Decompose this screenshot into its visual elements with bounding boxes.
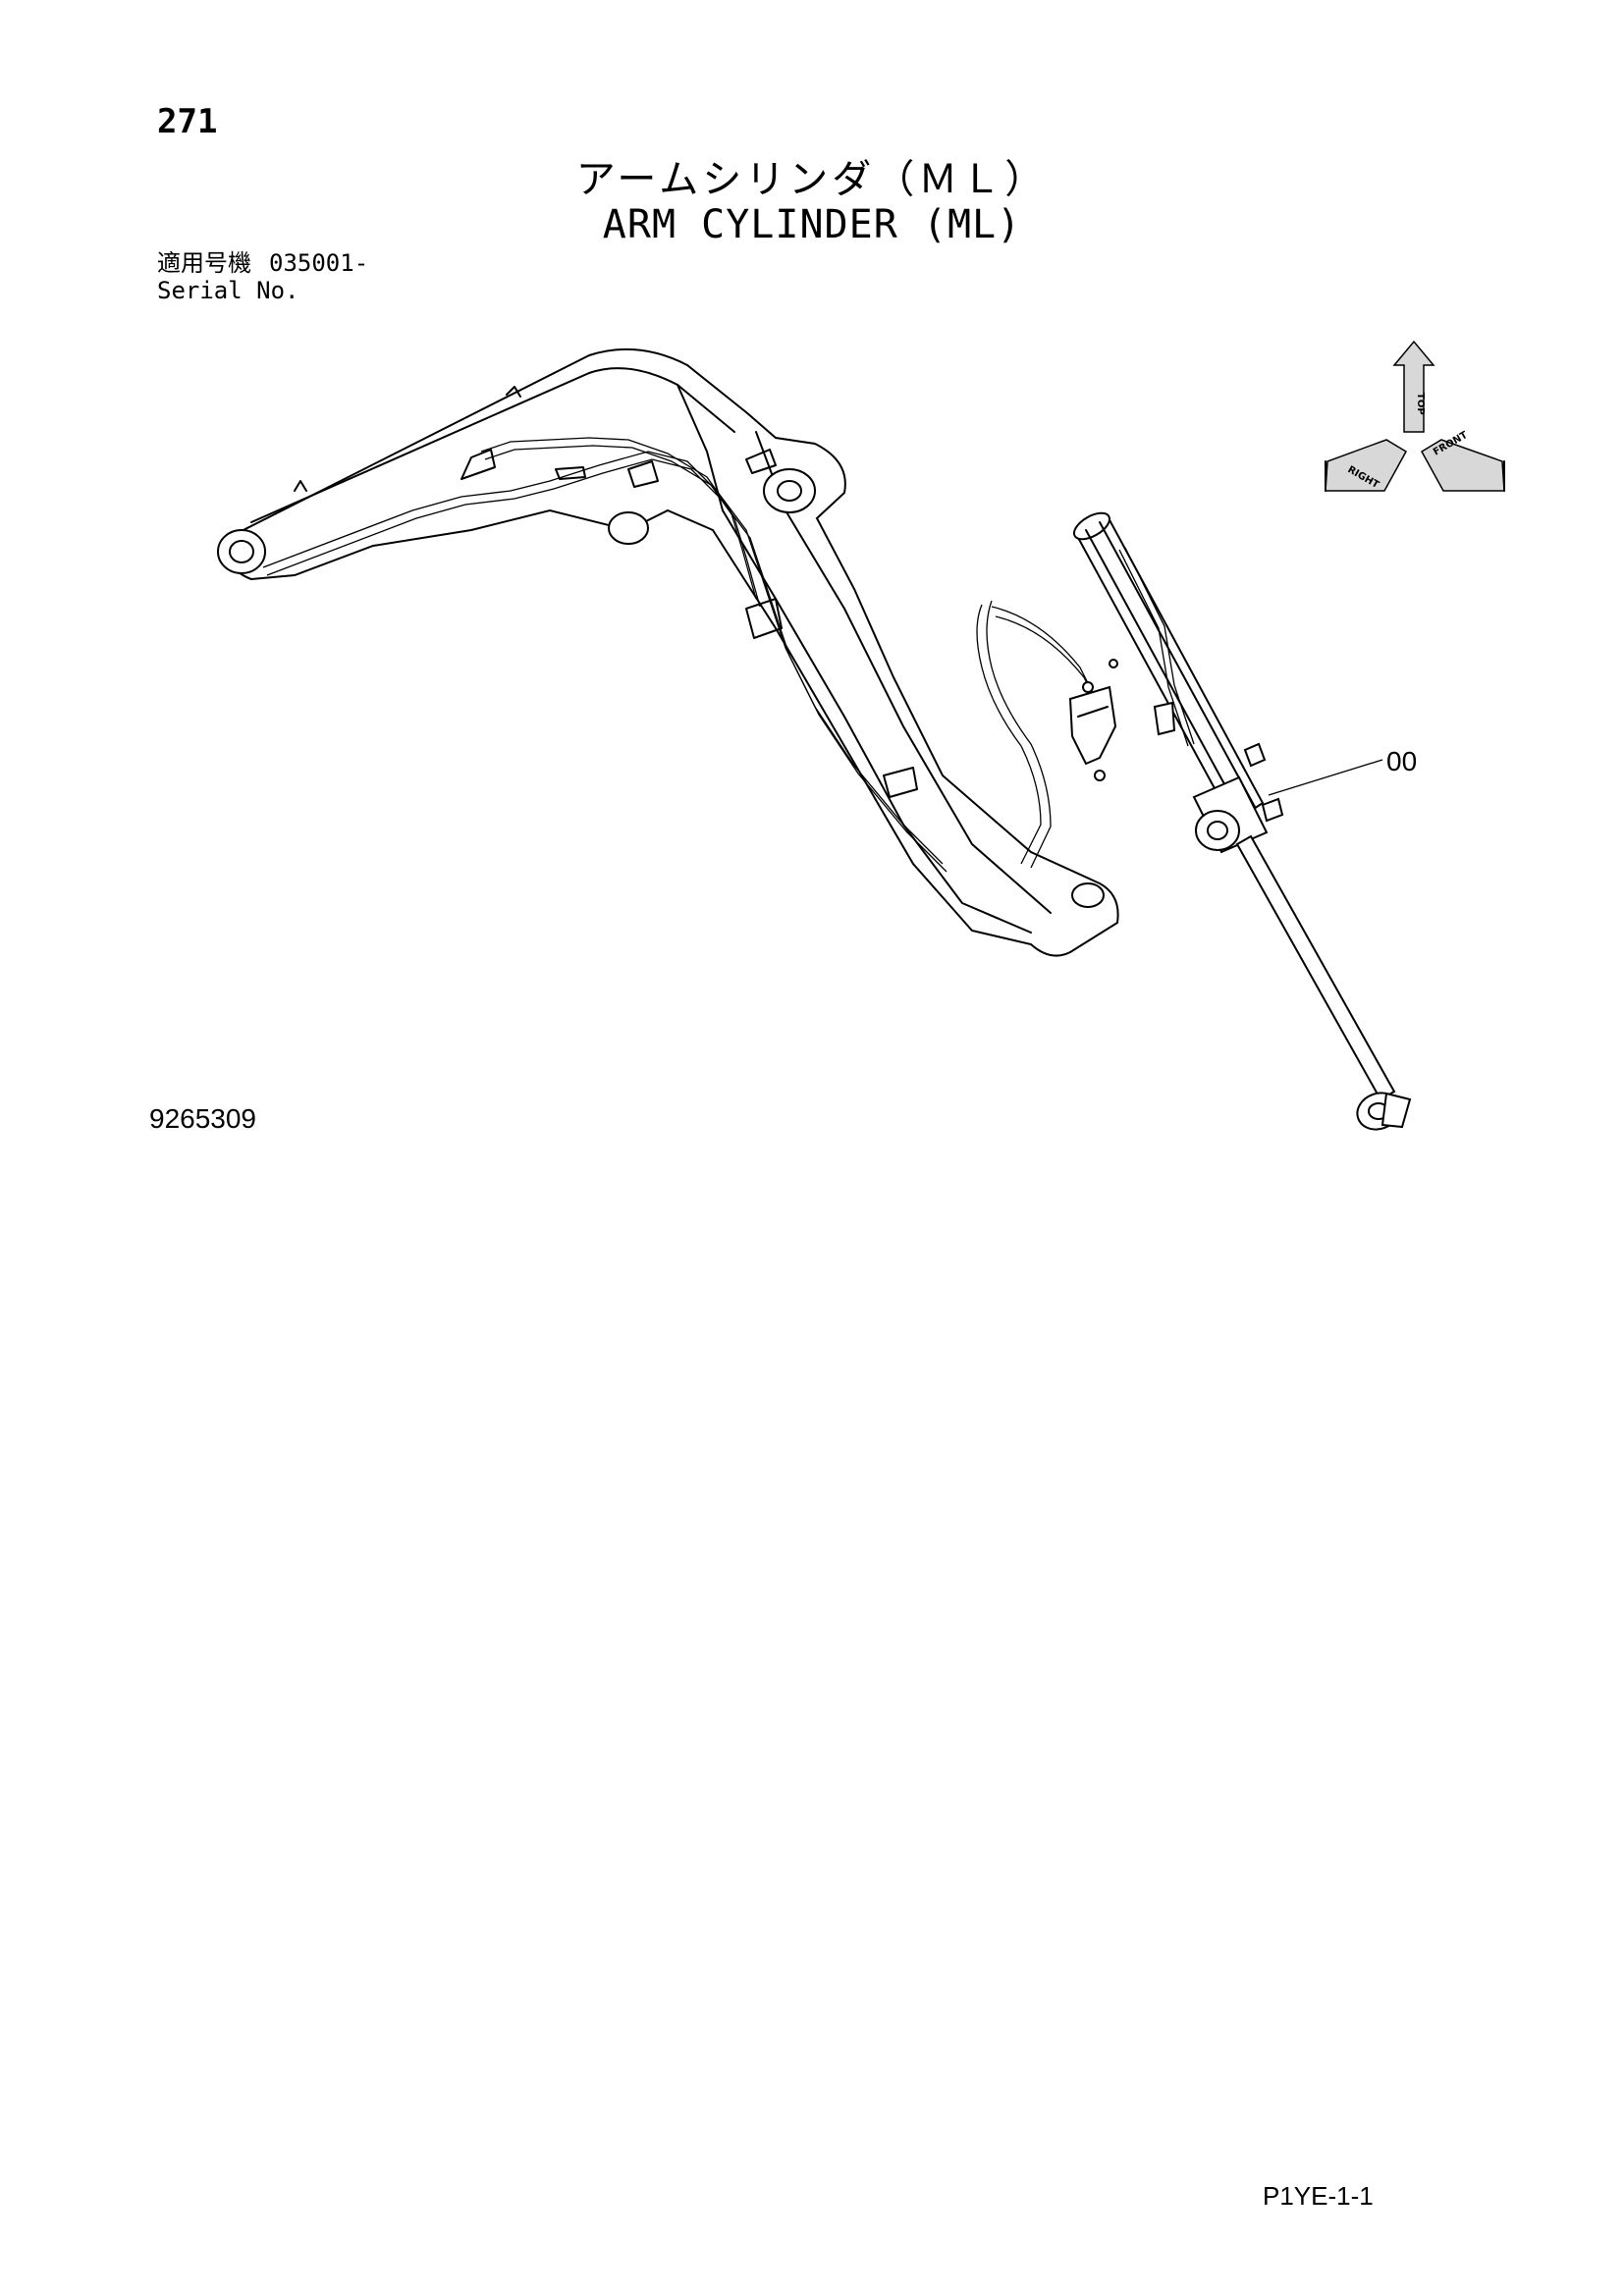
title-japanese: アームシリンダ（ＭＬ） [575,157,1049,202]
sheet-code: P1YE-1-1 [1263,2181,1374,2211]
title-english: ARM CYLINDER (ML) [602,202,1022,247]
page-number: 271 [157,102,218,141]
orientation-indicator: TOP RIGHT FRONT [1325,340,1505,492]
arm-drawing [217,347,1119,957]
serial-label-ja: 適用号機 [157,249,251,277]
serial-label-en: Serial No. [157,277,299,304]
serial-number-block: 適用号機 035001- Serial No. [157,249,368,304]
part-callout-label: 00 [1386,746,1418,776]
callout-leader-line [1268,759,1383,796]
arm-cylinder-drawing [1072,511,1412,1131]
orientation-top-label: TOP [1415,393,1426,415]
drawing-number: 9265309 [149,1103,257,1134]
serial-row-ja: 適用号機 035001- [157,249,368,277]
serial-range: 035001- [269,249,369,277]
